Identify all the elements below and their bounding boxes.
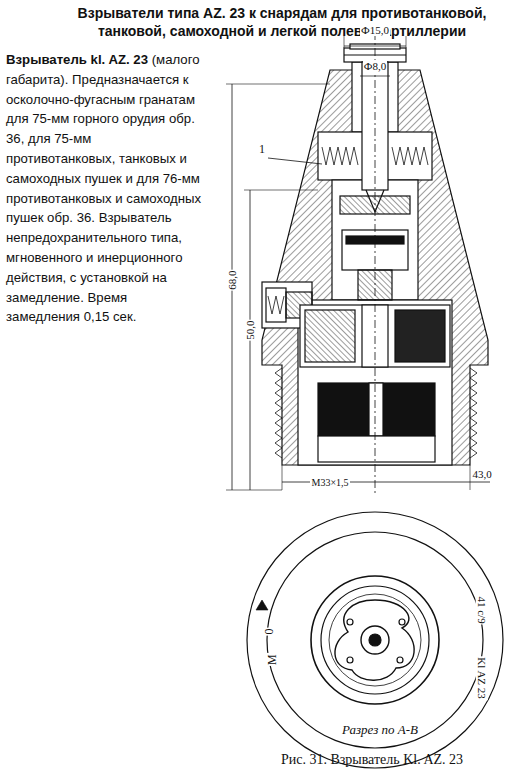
- spring-coil: [322, 147, 358, 165]
- spring-coil: [268, 296, 284, 314]
- figure-caption: Рис. 31. Взрыватель Kl. AZ. 23: [281, 752, 463, 767]
- setting-mark: M: [265, 654, 278, 667]
- section-label: Разрез по А-В: [341, 723, 419, 737]
- dimension: Ф8,0: [363, 60, 387, 72]
- description: (малого габарита). Предназначается к оск…: [6, 52, 201, 324]
- dimension: 43,0: [471, 468, 492, 480]
- callout-number: 1: [258, 143, 266, 156]
- screw-thread: [470, 368, 477, 458]
- thread-dimension: M33×1,5: [310, 477, 349, 488]
- description-text: Взрыватель kl. AZ. 23 (малого габарита).…: [6, 50, 202, 327]
- dimension: Ф15,0: [360, 24, 390, 36]
- setting-mark: 0: [263, 628, 276, 636]
- spring-coil: [392, 147, 428, 165]
- screw-thread: [275, 368, 282, 458]
- marking: Kl AZ 23: [476, 656, 488, 700]
- dimension: 50,0: [244, 319, 256, 340]
- title: Взрыватели типа AZ. 23 к снарядам для пр…: [62, 4, 502, 40]
- fuze-name: Взрыватель kl. AZ. 23: [6, 52, 148, 67]
- dimension: 68,0: [226, 269, 238, 290]
- marking: 41 c/9: [476, 595, 488, 624]
